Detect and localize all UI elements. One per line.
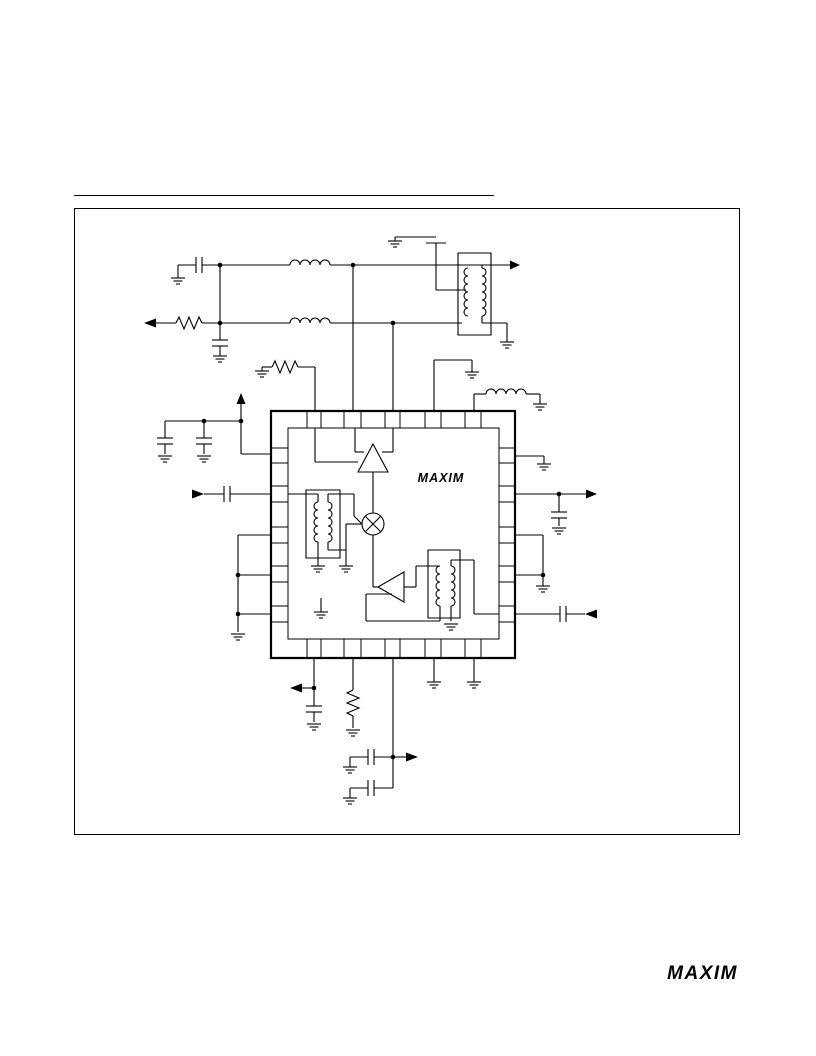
footer-maxim-logo: MAXIM xyxy=(667,963,738,984)
right-pin-boxes xyxy=(499,448,515,622)
output-balun-transformer xyxy=(458,253,515,349)
internal-lna-amplifier xyxy=(315,428,393,472)
supply-decoupling-left xyxy=(157,404,271,463)
vcc-arrow xyxy=(236,393,246,404)
schematic-frame xyxy=(74,208,740,835)
left-pin-boxes xyxy=(271,448,288,622)
supply-out-arrow xyxy=(290,683,302,693)
rf-output-arrow xyxy=(510,260,520,270)
junction-dots xyxy=(201,262,562,760)
if-input-arrow xyxy=(192,489,204,499)
bottom-out-arrow xyxy=(406,752,418,762)
left-ground-pins xyxy=(230,535,271,641)
lo-input-arrow xyxy=(585,609,597,619)
internal-if-balun xyxy=(288,490,362,573)
internal-lo-buffer xyxy=(313,550,499,631)
internal-mixer xyxy=(362,472,384,587)
top-right-pin-network xyxy=(434,360,548,411)
bias-output-arrow xyxy=(144,318,156,328)
bottom-pin-boxes xyxy=(307,639,481,658)
right-side-networks xyxy=(515,456,586,622)
chip-logo: MAXIM xyxy=(418,471,465,485)
rf-input-matching-network xyxy=(156,237,510,411)
rf-out-right-arrow xyxy=(586,489,597,499)
top-pin-boxes xyxy=(307,411,481,428)
bias-resistor-top xyxy=(254,361,315,411)
signal-arrows xyxy=(144,260,597,762)
bottom-networks xyxy=(302,658,482,805)
if-input-cap xyxy=(204,486,271,502)
header-rule xyxy=(74,195,494,196)
